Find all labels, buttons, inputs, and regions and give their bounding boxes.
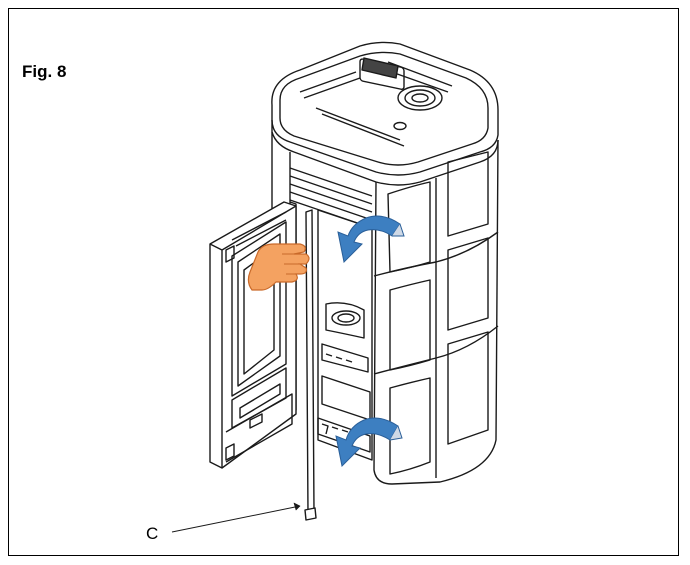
- airflow-arrow-upper: [337, 215, 405, 264]
- airflow-arrow-lower: [335, 417, 403, 468]
- cleaning-rod-c: [171, 209, 317, 533]
- figure-frame: [8, 8, 679, 556]
- figure-label: Fig. 8: [22, 62, 67, 81]
- hand-illustration: [247, 243, 310, 291]
- stove-top: [271, 41, 499, 186]
- stove-right-side: [373, 139, 499, 485]
- stove-door-open: [209, 201, 297, 469]
- callout-c-label: C: [146, 524, 159, 543]
